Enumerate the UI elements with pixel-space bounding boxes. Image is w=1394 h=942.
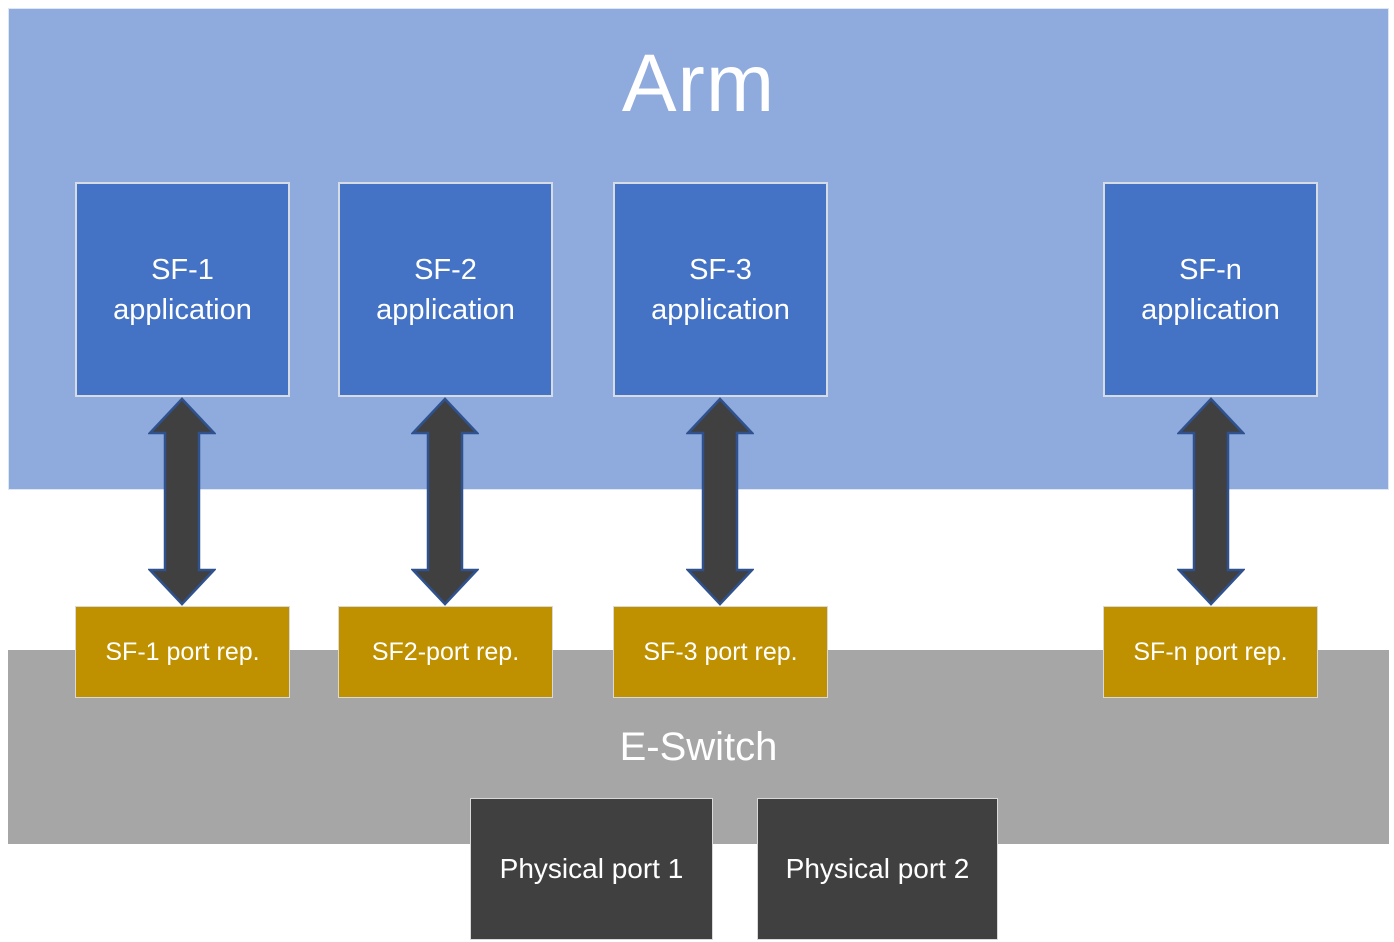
- physical-port-label: Physical port 2: [785, 853, 970, 884]
- sf-application-name: SF-3: [689, 253, 752, 286]
- arm-title: Arm: [621, 38, 776, 129]
- up-down-arrow-icon: [686, 397, 754, 606]
- sf-1-application-box: SF-1 application: [75, 182, 290, 397]
- physical-port-label: Physical port 1: [499, 853, 684, 884]
- port-rep-label: SF-3 port rep.: [643, 637, 798, 666]
- sf-application-type: application: [376, 293, 515, 326]
- sf-3-application-box: SF-3 application: [613, 182, 828, 397]
- sf-application-type: application: [651, 293, 790, 326]
- port-rep-label: SF-1 port rep.: [105, 637, 260, 666]
- sf-2-application-box: SF-2 application: [338, 182, 553, 397]
- port-rep-label: SF-n port rep.: [1133, 637, 1288, 666]
- port-rep-label: SF2-port rep.: [371, 637, 520, 666]
- eswitch-label: E-Switch: [619, 725, 778, 769]
- sf-n-port-rep-box: SF-n port rep.: [1103, 606, 1318, 698]
- up-down-arrow-icon: [411, 397, 479, 606]
- physical-port-1-box: Physical port 1: [470, 798, 713, 940]
- sf-application-name: SF-1: [151, 253, 214, 286]
- sf-application-name: SF-2: [414, 253, 477, 286]
- physical-port-2-box: Physical port 2: [757, 798, 998, 940]
- sf-application-name: SF-n: [1179, 253, 1242, 286]
- sf-1-port-rep-box: SF-1 port rep.: [75, 606, 290, 698]
- sf-n-application-box: SF-n application: [1103, 182, 1318, 397]
- sf-3-port-rep-box: SF-3 port rep.: [613, 606, 828, 698]
- sf-2-port-rep-box: SF2-port rep.: [338, 606, 553, 698]
- up-down-arrow-icon: [1177, 397, 1245, 606]
- sf-application-type: application: [113, 293, 252, 326]
- sf-application-type: application: [1141, 293, 1280, 326]
- up-down-arrow-icon: [148, 397, 216, 606]
